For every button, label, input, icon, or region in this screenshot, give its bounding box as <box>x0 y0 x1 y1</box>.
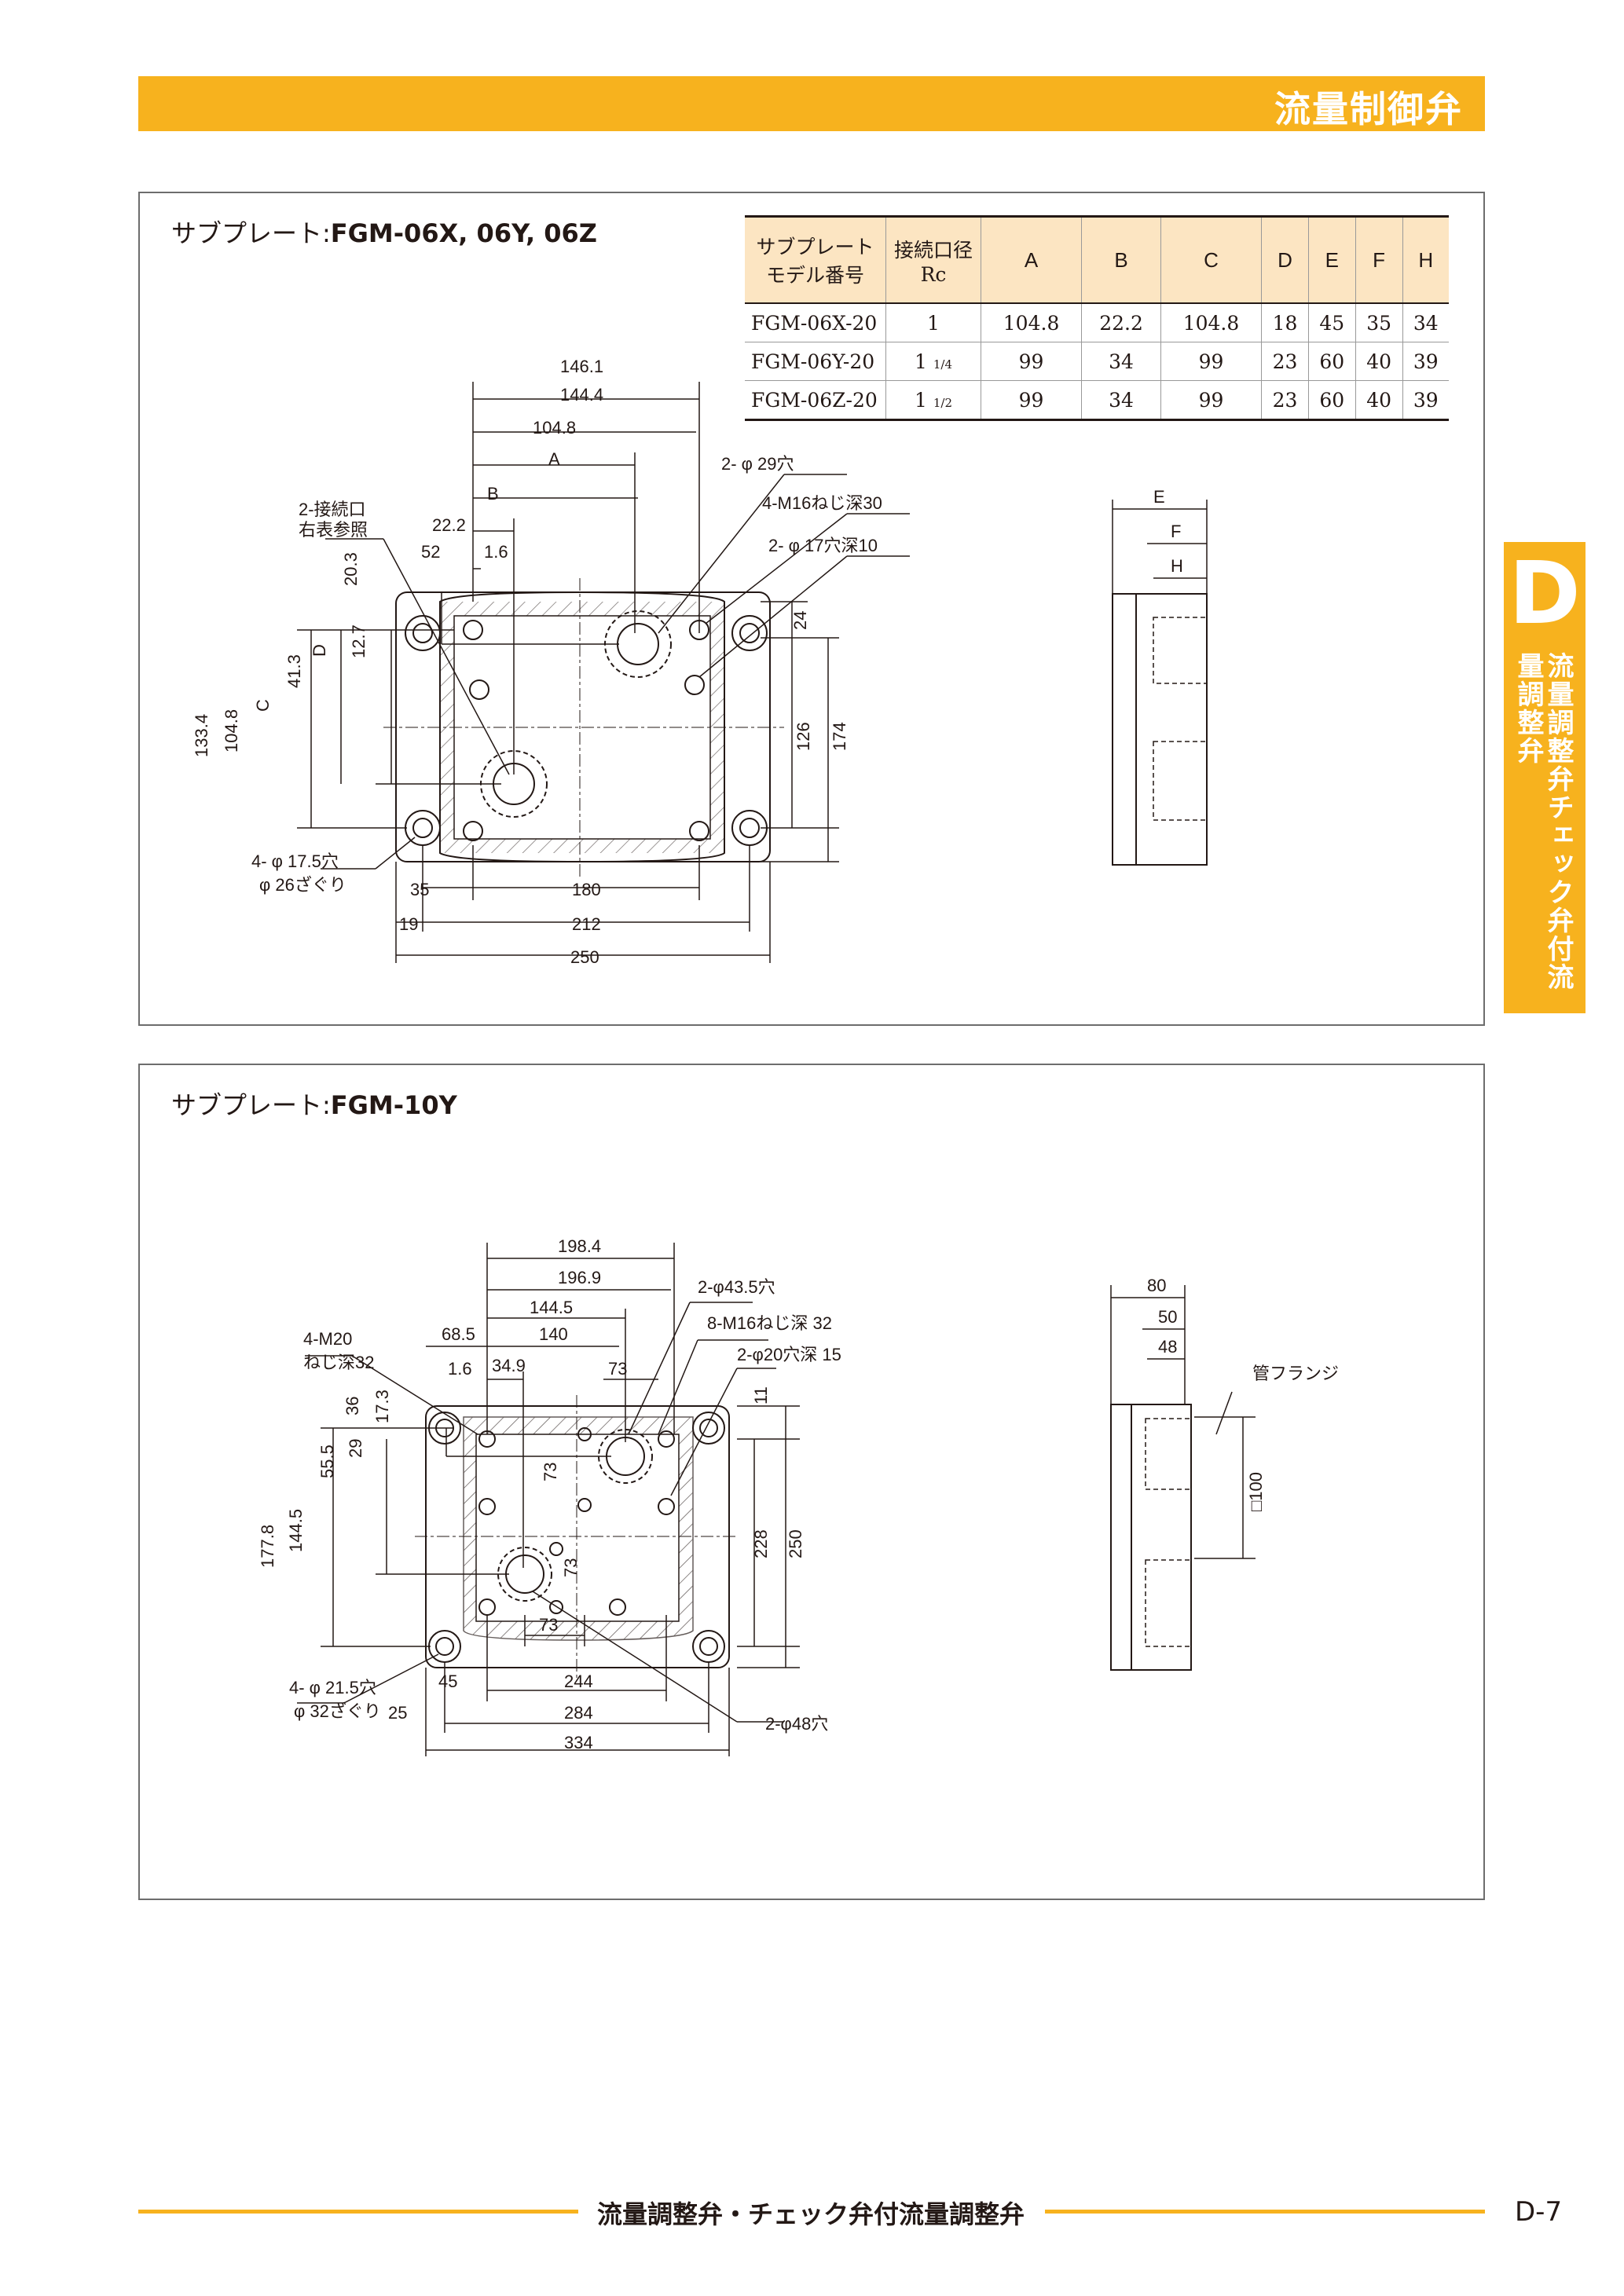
panel-fgm-06: サブプレート:FGM-06X, 06Y, 06Z サブプレートモデル番号 接続口… <box>138 192 1485 1026</box>
th-d: D <box>1261 215 1309 304</box>
label-hole-21-5: 4- φ 21.5穴 <box>289 1678 376 1697</box>
dim-250: 250 <box>786 1529 805 1558</box>
dim-68-5: 68.5 <box>442 1324 475 1344</box>
label-m20-2: ねじ深32 <box>303 1353 374 1372</box>
drawing-fgm-10: 198.4 196.9 144.5 68.5 140 1.6 34.9 73 3… <box>258 1236 1339 1756</box>
dim-334: 334 <box>564 1733 593 1752</box>
dim-104-8-v: 104.8 <box>222 709 241 753</box>
dim-180: 180 <box>572 880 601 899</box>
dim-a: A <box>548 449 560 469</box>
dim-41-3: 41.3 <box>284 654 304 688</box>
dim-c: C <box>253 699 273 712</box>
dim-212: 212 <box>572 914 601 934</box>
section-title: 流量調整弁チェック弁付流量調整弁 <box>1512 652 1574 991</box>
dim-174: 174 <box>830 722 849 751</box>
section-letter: D <box>1509 543 1581 643</box>
footer-rule-right <box>1045 2210 1485 2214</box>
label-hole-17: 2- φ 17穴深10 <box>768 536 878 555</box>
dim-228: 228 <box>751 1529 771 1558</box>
drawing-fgm-06: 146.1 144.4 104.8 A B 22.2 52 1.6 20.3 D… <box>192 357 1208 967</box>
label-hole-20: 2-φ20穴深 15 <box>737 1345 841 1364</box>
dim-d: D <box>310 644 329 657</box>
footer-rule-left <box>138 2210 578 2214</box>
dim-11: 11 <box>751 1386 771 1404</box>
dim-48: 48 <box>1158 1337 1177 1357</box>
dim-73-c: 73 <box>539 1615 558 1635</box>
dim-73-b: 73 <box>561 1558 581 1577</box>
dim-20-3: 20.3 <box>341 552 361 586</box>
dim-square-100: □100 <box>1246 1472 1266 1511</box>
dim-177-8: 177.8 <box>258 1525 277 1568</box>
panel-fgm-10: サブプレート:FGM-10Y <box>138 1064 1485 1900</box>
dim-17-3: 17.3 <box>372 1390 392 1423</box>
label-m20-1: 4-M20 <box>303 1329 352 1349</box>
dim-1-6: 1.6 <box>448 1359 472 1379</box>
th-model: サブプレートモデル番号 <box>745 215 886 304</box>
dim-73-a: 73 <box>541 1463 560 1481</box>
th-a: A <box>981 215 1083 304</box>
dim-35: 35 <box>410 880 429 899</box>
th-b: B <box>1081 215 1161 304</box>
dim-34-9: 34.9 <box>492 1356 526 1375</box>
dim-198-4: 198.4 <box>558 1236 601 1256</box>
section-tab: D 流量調整弁チェック弁付流量調整弁 <box>1504 542 1586 1013</box>
header-bar: 流量制御弁 <box>138 76 1485 131</box>
th-f: F <box>1355 215 1403 304</box>
dim-19: 19 <box>399 914 418 934</box>
dim-73-top: 73 <box>608 1359 627 1379</box>
dim-h: H <box>1171 556 1183 576</box>
footer-title: 流量調整弁・チェック弁付流量調整弁 <box>597 2199 1025 2229</box>
label-counterbore-26: φ 26ざぐり <box>259 875 346 895</box>
label-m16: 4-M16ねじ深30 <box>762 493 882 513</box>
th-e: E <box>1308 215 1356 304</box>
dim-b: B <box>487 484 499 504</box>
dim-140: 140 <box>539 1324 568 1344</box>
dim-1-6: 1.6 <box>484 542 508 562</box>
page-number: D-7 <box>1515 2196 1563 2228</box>
dim-146: 146.1 <box>560 357 603 376</box>
dim-144-5-v: 144.5 <box>286 1509 306 1552</box>
dim-45: 45 <box>438 1672 457 1691</box>
dim-126: 126 <box>794 722 813 751</box>
label-hole-17-5: 4- φ 17.5穴 <box>251 851 339 871</box>
dim-52: 52 <box>421 542 440 562</box>
dim-e: E <box>1153 487 1165 507</box>
th-h: H <box>1402 215 1449 304</box>
dim-55-5: 55.5 <box>317 1445 337 1478</box>
label-counterbore-32: φ 32ざぐり <box>294 1701 381 1721</box>
label-hole-43-5: 2-φ43.5穴 <box>698 1277 775 1297</box>
dim-f: F <box>1171 522 1181 541</box>
dim-80: 80 <box>1147 1276 1166 1295</box>
label-port-1: 2-接続口 <box>299 500 366 519</box>
dim-29: 29 <box>346 1439 365 1458</box>
th-c: C <box>1160 215 1263 304</box>
label-port-2: 右表参照 <box>299 520 368 540</box>
page-category-title: 流量制御弁 <box>1274 88 1463 130</box>
dim-50: 50 <box>1158 1307 1177 1327</box>
dim-24: 24 <box>790 611 810 630</box>
label-flange: 管フランジ <box>1252 1364 1339 1383</box>
dim-144-5: 144.5 <box>530 1298 573 1317</box>
panel-title: サブプレート:FGM-10Y <box>171 1090 457 1120</box>
dim-196-9: 196.9 <box>558 1268 601 1287</box>
dim-144: 144.4 <box>560 385 603 405</box>
dim-284: 284 <box>564 1703 593 1723</box>
label-m16: 8-M16ねじ深 32 <box>707 1313 832 1333</box>
label-hole-48: 2-φ48穴 <box>765 1714 828 1734</box>
dim-250: 250 <box>570 947 599 967</box>
dim-25: 25 <box>388 1703 407 1723</box>
label-hole-29: 2- φ 29穴 <box>721 454 794 474</box>
dim-22: 22.2 <box>432 515 466 535</box>
dim-104: 104.8 <box>533 418 576 438</box>
dim-244: 244 <box>564 1672 593 1691</box>
panel-title: サブプレート:FGM-06X, 06Y, 06Z <box>171 218 597 248</box>
dim-133-4: 133.4 <box>192 714 211 757</box>
dim-36: 36 <box>343 1397 362 1415</box>
dim-12-7: 12.7 <box>349 624 368 658</box>
